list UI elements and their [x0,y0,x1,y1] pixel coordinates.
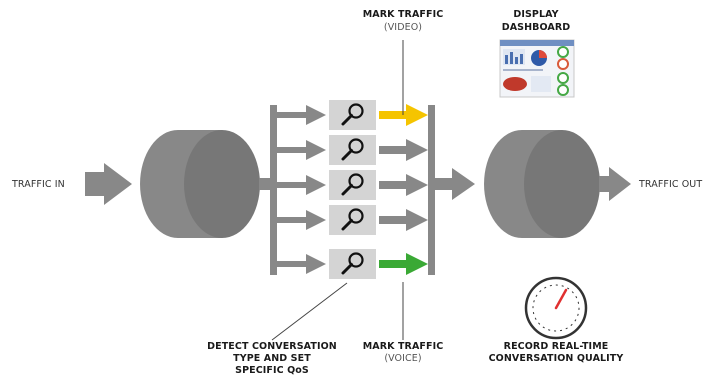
lane-2 [277,135,428,165]
merge-arrow [435,168,475,200]
mark-video-title: MARK TRAFFIC [362,9,444,20]
dashboard-thumbnail-icon [499,39,575,98]
traffic-out-arrow [599,167,631,201]
magnifier-icon [341,138,364,161]
input-cylinder [140,130,260,238]
lane-1 [277,100,428,130]
lane-input-arrow [277,175,326,195]
traffic-in-label: TRAFFIC IN [12,179,65,190]
merge-bar [428,105,435,275]
voice-mark-arrow [379,253,428,275]
gauge-icon [524,276,588,340]
output-cylinder [484,130,600,238]
lane-input-arrow [277,140,326,160]
magnifier-icon [341,173,364,196]
split-bar [270,105,277,275]
display-dashboard-line1: DISPLAY [513,9,559,20]
detect-line3: SPECIFIC QoS [235,365,309,376]
callout-detect [271,282,348,341]
lane-4 [277,205,428,235]
mark-voice-title: MARK TRAFFIC [362,341,444,352]
record-line1: RECORD REAL-TIME [503,341,609,352]
detect-line1: DETECT CONVERSATION [207,341,337,352]
detect-line2: TYPE AND SET [233,353,311,364]
record-line2: CONVERSATION QUALITY [488,353,624,364]
magnifier-icon [341,252,364,275]
display-dashboard-line2: DASHBOARD [501,22,571,33]
mark-video-sub: (VIDEO) [383,22,423,33]
lane-input-arrow [277,105,326,125]
lane-input-arrow [277,210,326,230]
mark-voice-sub: (VOICE) [384,353,422,364]
traffic-in-arrow [85,163,132,205]
lane-output-arrow [379,209,428,231]
lane-3 [277,170,428,200]
traffic-out-label: TRAFFIC OUT [639,179,703,190]
inspection-lanes [277,100,428,279]
lane-input-arrow [277,254,326,274]
lane-5 [277,249,428,279]
lane-output-arrow [379,174,428,196]
magnifier-icon [341,103,364,126]
lane-output-arrow [379,139,428,161]
magnifier-icon [341,208,364,231]
